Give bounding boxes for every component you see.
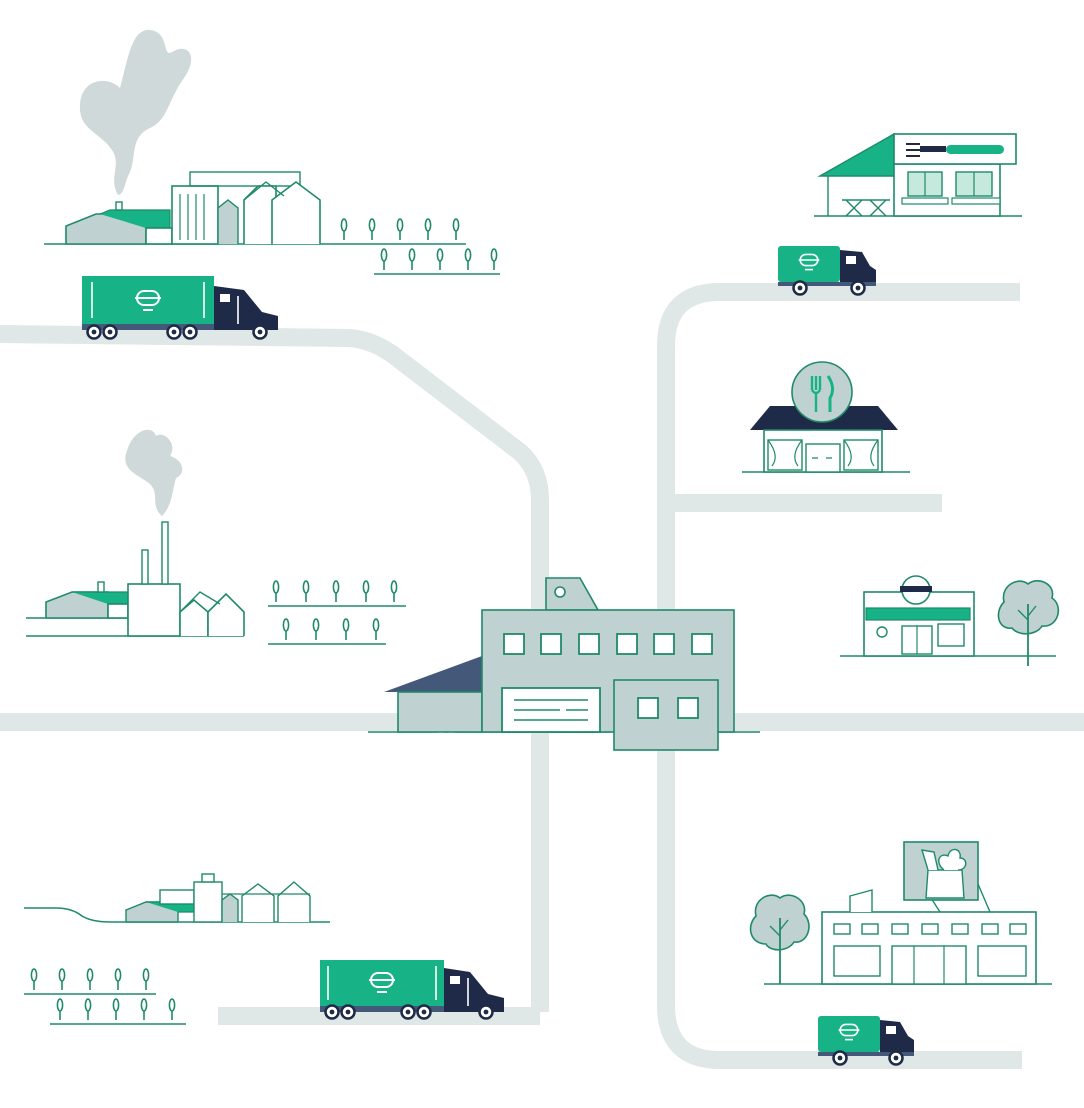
restaurant-right: [742, 361, 910, 473]
tree: [749, 894, 810, 984]
delivery-truck-bottom-right: [818, 1016, 914, 1066]
crop-field-bottom: [24, 968, 186, 1025]
tree: [997, 580, 1060, 666]
supermarket-right: [749, 841, 1052, 985]
factory-mid-left: [26, 429, 245, 637]
diner-top-right: [814, 132, 1022, 217]
grocery-bag-icon: [903, 841, 979, 901]
smoke-cloud: [79, 29, 192, 196]
road-network: [0, 283, 1084, 1069]
smoke-cloud: [125, 429, 183, 516]
central-warehouse: [368, 577, 760, 751]
semi-truck-bottom: [320, 960, 504, 1020]
factory-bottom-left: [24, 873, 330, 923]
crop-field-mid: [268, 580, 406, 645]
fork-knife-icon: [791, 361, 853, 423]
delivery-truck-top-right: [778, 246, 876, 296]
factory-top-left: [44, 29, 466, 245]
road-top-left: [0, 325, 549, 1012]
shop-right: [840, 575, 1060, 666]
semi-truck-top-left: [82, 276, 278, 340]
crop-field-top: [340, 218, 500, 275]
fork-icon: [906, 143, 1004, 157]
